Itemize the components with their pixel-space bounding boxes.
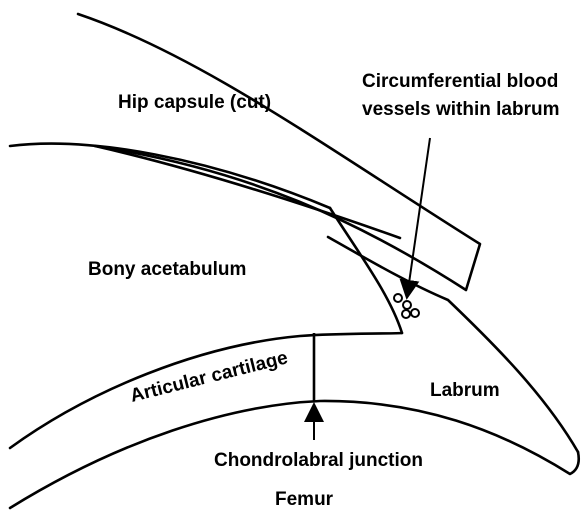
label-hip-capsule: Hip capsule (cut) [118,92,271,113]
blood-vessel-circle [394,294,402,302]
acetabulum-inner-sliver [95,146,400,238]
label-chondrolabral-junction: Chondrolabral junction [214,450,423,471]
label-femur: Femur [275,489,334,510]
articular-cartilage-upper-outline [10,333,402,448]
blood-vessel-circle [402,310,410,318]
label-labrum: Labrum [430,380,500,401]
blood-vessel-circle [411,309,419,317]
label-blood-vessels-line1: Circumferential blood [362,71,558,92]
label-articular-cartilage: Articular cartilage [128,347,290,406]
blood-vessel-circle [403,301,411,309]
label-bony-acetabulum: Bony acetabulum [88,259,246,280]
label-blood-vessels-line2: vessels within labrum [362,99,559,120]
